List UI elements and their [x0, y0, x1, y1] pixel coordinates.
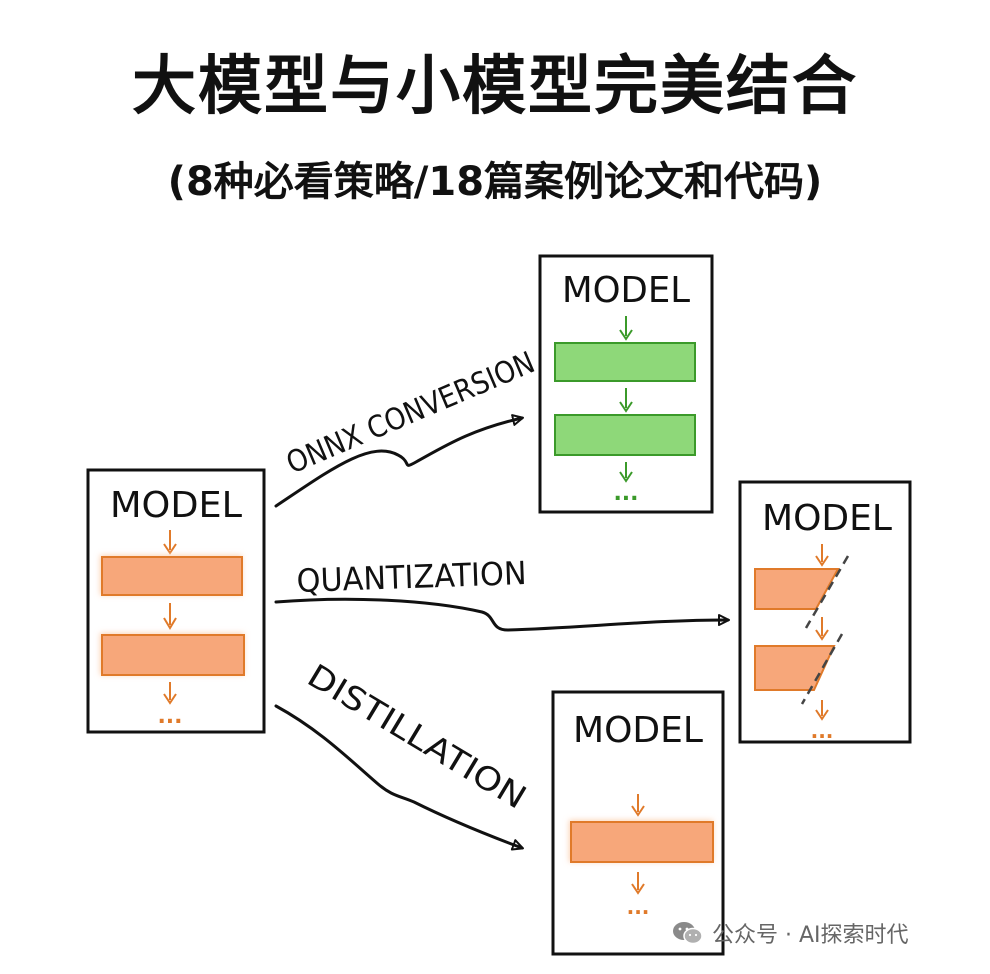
quantization-arrow — [274, 597, 730, 632]
onnx-conversion-arrow — [274, 414, 524, 508]
onnx-model-card: MODEL ... — [538, 254, 714, 514]
quantized-more-indicator: ... — [811, 719, 834, 743]
onnx-more-indicator: ... — [613, 481, 638, 506]
watermark: 公众号 · AI探索时代 — [672, 916, 909, 950]
down-arrow-icon — [815, 617, 829, 641]
quantized-model-frame — [738, 480, 912, 744]
distilled-model-card: MODEL ... — [551, 690, 725, 956]
down-arrow-icon — [815, 700, 829, 721]
down-arrow-icon — [815, 544, 829, 567]
down-arrow-icon — [631, 872, 645, 895]
distilled-more-indicator: ... — [627, 895, 650, 919]
down-arrow-icon — [163, 530, 177, 555]
page-title: 大模型与小模型完美结合 — [132, 50, 858, 124]
down-arrow-icon — [619, 388, 633, 413]
distilled-model-label: MODEL — [573, 710, 703, 751]
truncation-cut-line — [800, 633, 844, 705]
distillation-arrow — [274, 704, 524, 851]
page-subtitle: (8种必看策略/18篇案例论文和代码) — [167, 159, 823, 205]
onnx-layer-block-2 — [554, 414, 696, 456]
down-arrow-icon — [163, 603, 177, 630]
wechat-icon — [673, 922, 703, 945]
distillation-label: DISTILLATION — [301, 656, 533, 816]
onnx-model-label: MODEL — [562, 270, 690, 311]
down-arrow-icon — [619, 316, 633, 341]
onnx-layer-block-1 — [554, 342, 696, 382]
down-arrow-icon — [631, 794, 645, 817]
quantization-label: QUANTIZATION — [296, 554, 527, 600]
watermark-text: 公众号 · AI探索时代 — [712, 923, 909, 948]
source-layer-block-1 — [101, 556, 243, 596]
source-model-frame — [86, 468, 266, 734]
onnx-conversion-label: ONNX CONVERSION — [281, 345, 540, 481]
down-arrow-icon — [619, 462, 633, 483]
source-model-label: MODEL — [110, 485, 242, 526]
distilled-layer-block — [570, 821, 714, 863]
source-more-indicator: ... — [157, 704, 182, 729]
quantized-model-card: MODEL ... — [738, 480, 912, 744]
down-arrow-icon — [163, 682, 177, 705]
quantized-layer-block-2 — [754, 645, 836, 691]
source-layer-block-2 — [101, 634, 245, 676]
source-model-card: MODEL ... — [86, 468, 266, 734]
quantized-model-label: MODEL — [762, 498, 892, 539]
